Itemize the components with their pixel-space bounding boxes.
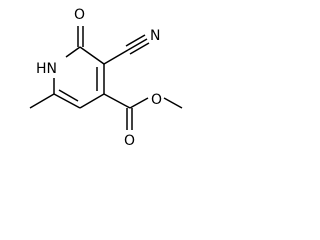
bond-c4-c5 xyxy=(79,93,105,109)
bond-cn-triple-a xyxy=(127,38,148,51)
bond-cn-triple-c xyxy=(129,42,150,55)
ester-ether-oxygen-label: O xyxy=(151,92,162,108)
bond-c6-methyl xyxy=(29,93,55,109)
bond-c2-c3 xyxy=(79,46,105,65)
carbonyl-oxygen-label: O xyxy=(74,7,85,23)
bond-c5-c6 xyxy=(53,93,81,109)
bond-ester-c-o-ether xyxy=(129,97,149,109)
bond-c5-c6-inner xyxy=(58,89,79,102)
nitrile-nitrogen-label: N xyxy=(150,28,160,44)
ester-carbonyl-oxygen-label: O xyxy=(124,133,135,149)
molecule-structure-diagram: O HN N O O xyxy=(29,7,183,149)
ring-nitrogen-label: HN xyxy=(36,61,57,77)
bond-c4-ester-c xyxy=(103,93,131,109)
bond-ether-o-methyl xyxy=(163,97,183,109)
bond-c3-cn xyxy=(103,49,129,65)
bond-n1-c2 xyxy=(65,46,81,58)
bond-cn-triple-b xyxy=(125,34,146,47)
